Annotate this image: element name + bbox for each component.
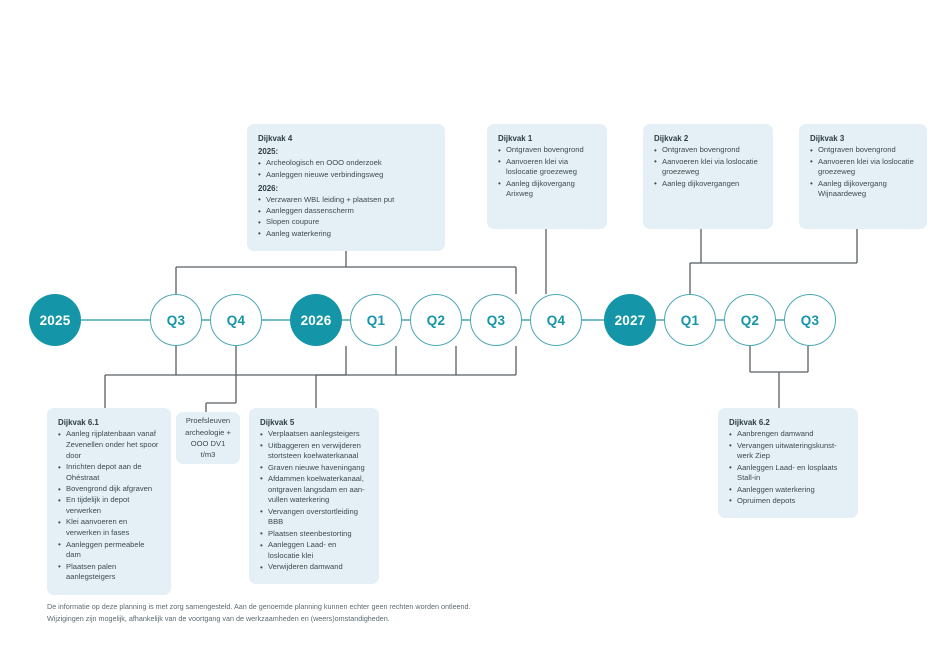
list-item: Aanleggen permeabele dam [58,539,160,562]
list-item: Aanleggen Laad- en losplaats Stall-in [729,462,847,485]
list-item: Verwijderen damwand [260,562,368,573]
timeline-node-q4-2025[interactable]: Q4 [210,294,262,346]
disclaimer-line-2: Wijzigingen zijn mogelijk, afhankelijk v… [47,613,390,623]
list-item: Graven nieuwe haveningang [260,462,368,474]
node-label: Q3 [800,312,820,328]
list-item: Aanvoeren klei via loslocatie groezeweg [654,156,762,179]
list-item: Ontgraven bovengrond [810,145,916,156]
box-item-list-2026: Verzwaren WBL leiding + plaatsen put Aan… [258,194,434,240]
list-item: Aanleggen Laad- en loslocatie klei [260,540,368,562]
box-title: Dijkvak 3 [810,134,845,143]
box-item-list: Verplaatsen aanlegsteigers Uitbaggeren e… [260,429,368,573]
box-subtitle-2026: 2026: [258,183,279,193]
list-item: Aanbrengen damwand [729,429,847,440]
timeline-node-q2-2027[interactable]: Q2 [724,294,776,346]
box-subtitle-2025: 2025: [258,147,279,157]
node-label: 2025 [39,312,71,328]
disclaimer-text: De informatie op deze planning is met zo… [47,601,667,625]
timeline-node-q1-2027[interactable]: Q1 [664,294,716,346]
box-title: Dijkvak 2 [654,134,689,143]
list-item: Aanleg dijkovergang Arixweg [498,178,596,201]
list-item: En tijdelijk in depot verwerken [58,495,160,517]
box-item-list: Ontgraven bovengrond Aanvoeren klei via … [810,145,916,200]
list-item: Klei aanvoeren en verwerken in fases [58,517,160,539]
timeline-node-year-2025[interactable]: 2025 [29,294,81,346]
timeline-node-year-2027[interactable]: 2027 [604,294,656,346]
list-item: Afdammen koelwaterkanaal, ontgraven lang… [260,473,368,506]
list-item: Aanleggen nieuwe verbindingsweg [258,169,434,181]
info-box-proefsleuven[interactable]: Proefsleuven archeologie + OOO DV1 t/m3 [176,412,240,464]
list-item: Verplaatsen aanlegsteigers [260,429,368,440]
list-item: Vervangen overstortleiding BBB [260,506,368,529]
timeline-node-q3-2025[interactable]: Q3 [150,294,202,346]
list-item: Bovengrond dijk afgraven [58,484,160,495]
timeline-node-q2-2026[interactable]: Q2 [410,294,462,346]
timeline-node-q3-2027[interactable]: Q3 [784,294,836,346]
info-box-dijkvak-2[interactable]: Dijkvak 2 Ontgraven bovengrond Aanvoeren… [643,124,773,229]
list-item: Aanvoeren klei via loslocatie groezeweg [498,156,596,179]
box-item-list: Ontgraven bovengrond Aanvoeren klei via … [498,145,596,200]
list-item: Inrichten depot aan de Ohéstraat [58,462,160,484]
list-item: Aanleggen waterkering [729,484,847,496]
info-box-dijkvak-5[interactable]: Dijkvak 5 Verplaatsen aanlegsteigers Uit… [249,408,379,585]
timeline-node-q4-2026[interactable]: Q4 [530,294,582,346]
box-title: Dijkvak 6.1 [58,418,99,427]
node-label: Q1 [366,312,386,328]
box-text: Proefsleuven archeologie + OOO DV1 t/m3 [185,416,231,460]
box-title: Dijkvak 4 [258,134,293,143]
node-label: Q2 [740,312,760,328]
node-label: 2027 [614,312,646,328]
node-label: Q3 [486,312,506,328]
list-item: Ontgraven bovengrond [654,145,762,156]
node-label: Q1 [680,312,700,328]
timeline-node-q3-2026[interactable]: Q3 [470,294,522,346]
list-item: Plaatsen palen aanlegsteigers [58,561,160,584]
disclaimer-line-1: De informatie op deze planning is met zo… [47,602,471,611]
list-item: Aanleggen dassenscherm [258,206,434,217]
list-item: Aanleg dijkovergangen [654,178,762,190]
info-box-dijkvak-3[interactable]: Dijkvak 3 Ontgraven bovengrond Aanvoeren… [799,124,927,229]
list-item: Aanleg rijplatenbaan vanaf Zevenellen on… [58,429,160,461]
list-item: Aanvoeren klei via loslocatie groezeweg [810,156,916,179]
list-item: Ontgraven bovengrond [498,145,596,156]
info-box-dijkvak-4[interactable]: Dijkvak 4 2025: Archeologisch en OOO ond… [247,124,445,251]
list-item: Archeologisch en OOO onderzoek [258,158,434,169]
box-title: Dijkvak 5 [260,418,295,427]
node-label: Q4 [546,312,566,328]
list-item: Slopen coupure [258,217,434,228]
list-item: Verzwaren WBL leiding + plaatsen put [258,194,434,206]
list-item: Aanleg waterkering [258,228,434,240]
list-item: Vervangen uitwateringskunst-werk Ziep [729,440,847,463]
node-label: Q2 [426,312,446,328]
box-item-list: Ontgraven bovengrond Aanvoeren klei via … [654,145,762,189]
list-item: Uitbaggeren en verwijderen stortsteen ko… [260,440,368,463]
list-item: Plaatsen steenbestorting [260,528,368,540]
box-item-list-2025: Archeologisch en OOO onderzoek Aanleggen… [258,158,434,180]
node-label: Q3 [166,312,186,328]
list-item: Opruimen depots [729,495,847,507]
timeline-node-q1-2026[interactable]: Q1 [350,294,402,346]
node-label: Q4 [226,312,246,328]
timeline-node-year-2026[interactable]: 2026 [290,294,342,346]
node-label: 2026 [300,312,332,328]
info-box-dijkvak-6-1[interactable]: Dijkvak 6.1 Aanleg rijplatenbaan vanaf Z… [47,408,171,595]
box-title: Dijkvak 1 [498,134,533,143]
info-box-dijkvak-6-2[interactable]: Dijkvak 6.2 Aanbrengen damwand Vervangen… [718,408,858,519]
box-item-list: Aanbrengen damwand Vervangen uitwatering… [729,429,847,507]
info-box-dijkvak-1[interactable]: Dijkvak 1 Ontgraven bovengrond Aanvoeren… [487,124,607,229]
box-title: Dijkvak 6.2 [729,418,770,427]
box-item-list: Aanleg rijplatenbaan vanaf Zevenellen on… [58,429,160,583]
list-item: Aanleg dijkovergang Wijnaardeweg [810,178,916,201]
